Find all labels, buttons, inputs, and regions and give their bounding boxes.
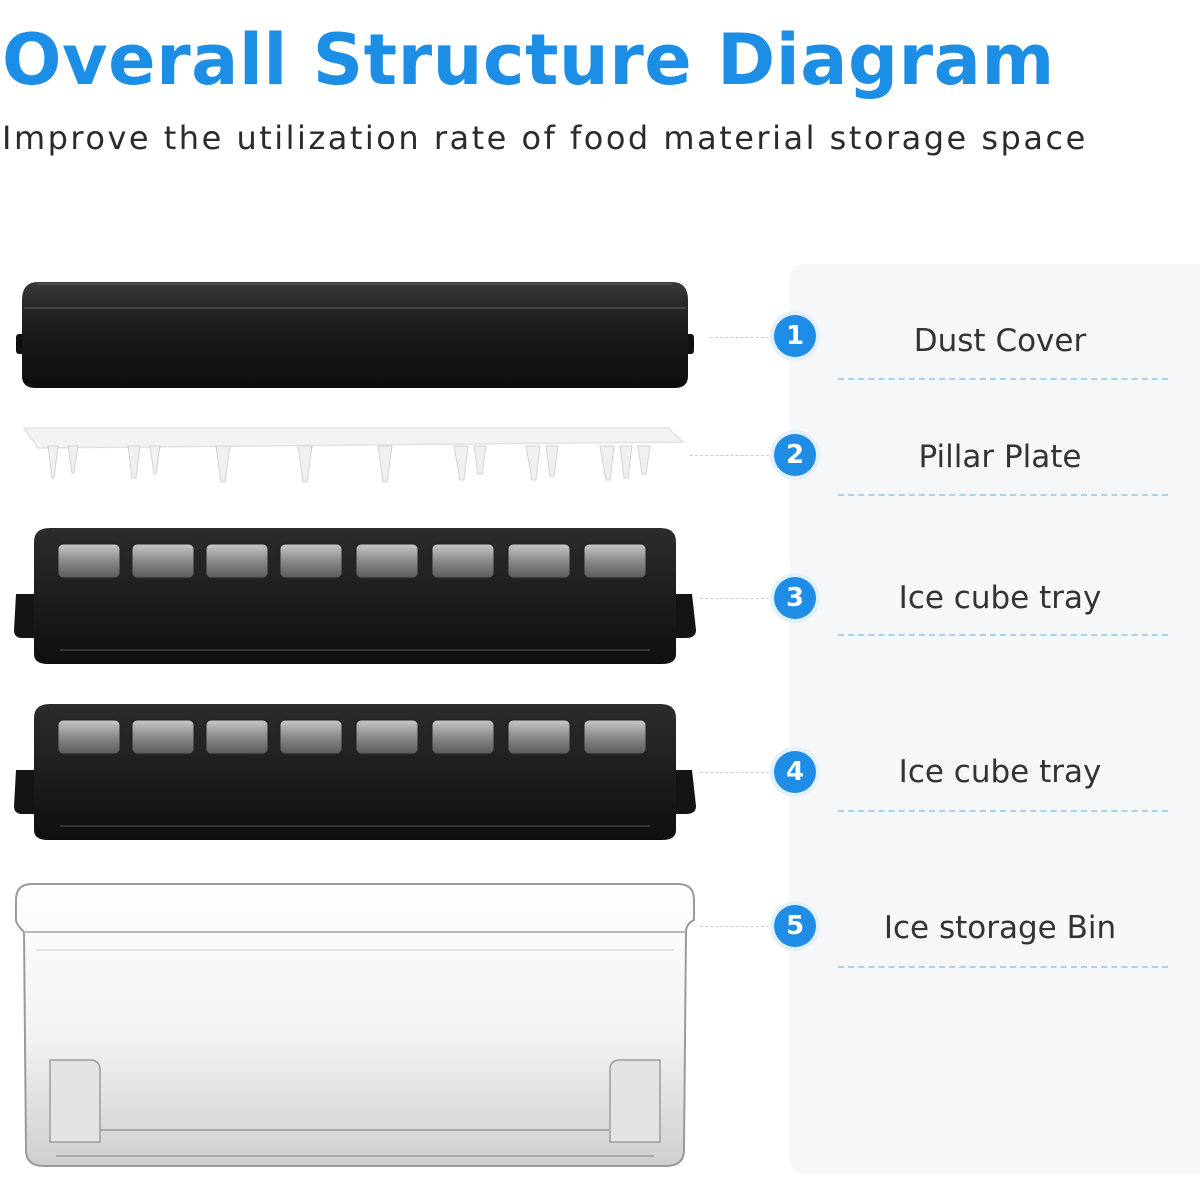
ice-storage-bin-illustration	[15, 883, 695, 1167]
leader-line-4	[700, 772, 774, 773]
part-number-badge-5: 5	[774, 905, 816, 947]
label-panel	[790, 264, 1200, 1174]
pillar-plate-illustration	[22, 427, 685, 483]
part-number-badge-3: 3	[774, 577, 816, 619]
label-divider-3	[838, 634, 1168, 636]
part-label-2: Pillar Plate	[918, 439, 1082, 475]
ice-cube-tray-illustration-2	[14, 704, 696, 840]
page-title: Overall Structure Diagram	[2, 19, 1055, 101]
label-divider-5	[838, 966, 1168, 968]
leader-line-2	[690, 455, 774, 456]
part-label-3: Ice cube tray	[898, 580, 1102, 616]
leader-line-5	[700, 926, 774, 927]
label-divider-2	[838, 494, 1168, 496]
label-divider-4	[838, 810, 1168, 812]
page-subtitle: Improve the utilization rate of food mat…	[2, 119, 1088, 157]
part-number-badge-2: 2	[774, 434, 816, 476]
ice-cube-tray-illustration-1	[14, 528, 696, 664]
part-label-4: Ice cube tray	[898, 754, 1102, 790]
part-label-5: Ice storage Bin	[883, 910, 1117, 946]
part-label-1: Dust Cover	[913, 323, 1087, 359]
leader-line-3	[700, 598, 774, 599]
leader-line-1	[710, 337, 774, 338]
part-number-badge-1: 1	[774, 315, 816, 357]
dust-cover-illustration	[16, 282, 694, 388]
label-divider-1	[838, 378, 1168, 380]
part-number-badge-4: 4	[774, 751, 816, 793]
